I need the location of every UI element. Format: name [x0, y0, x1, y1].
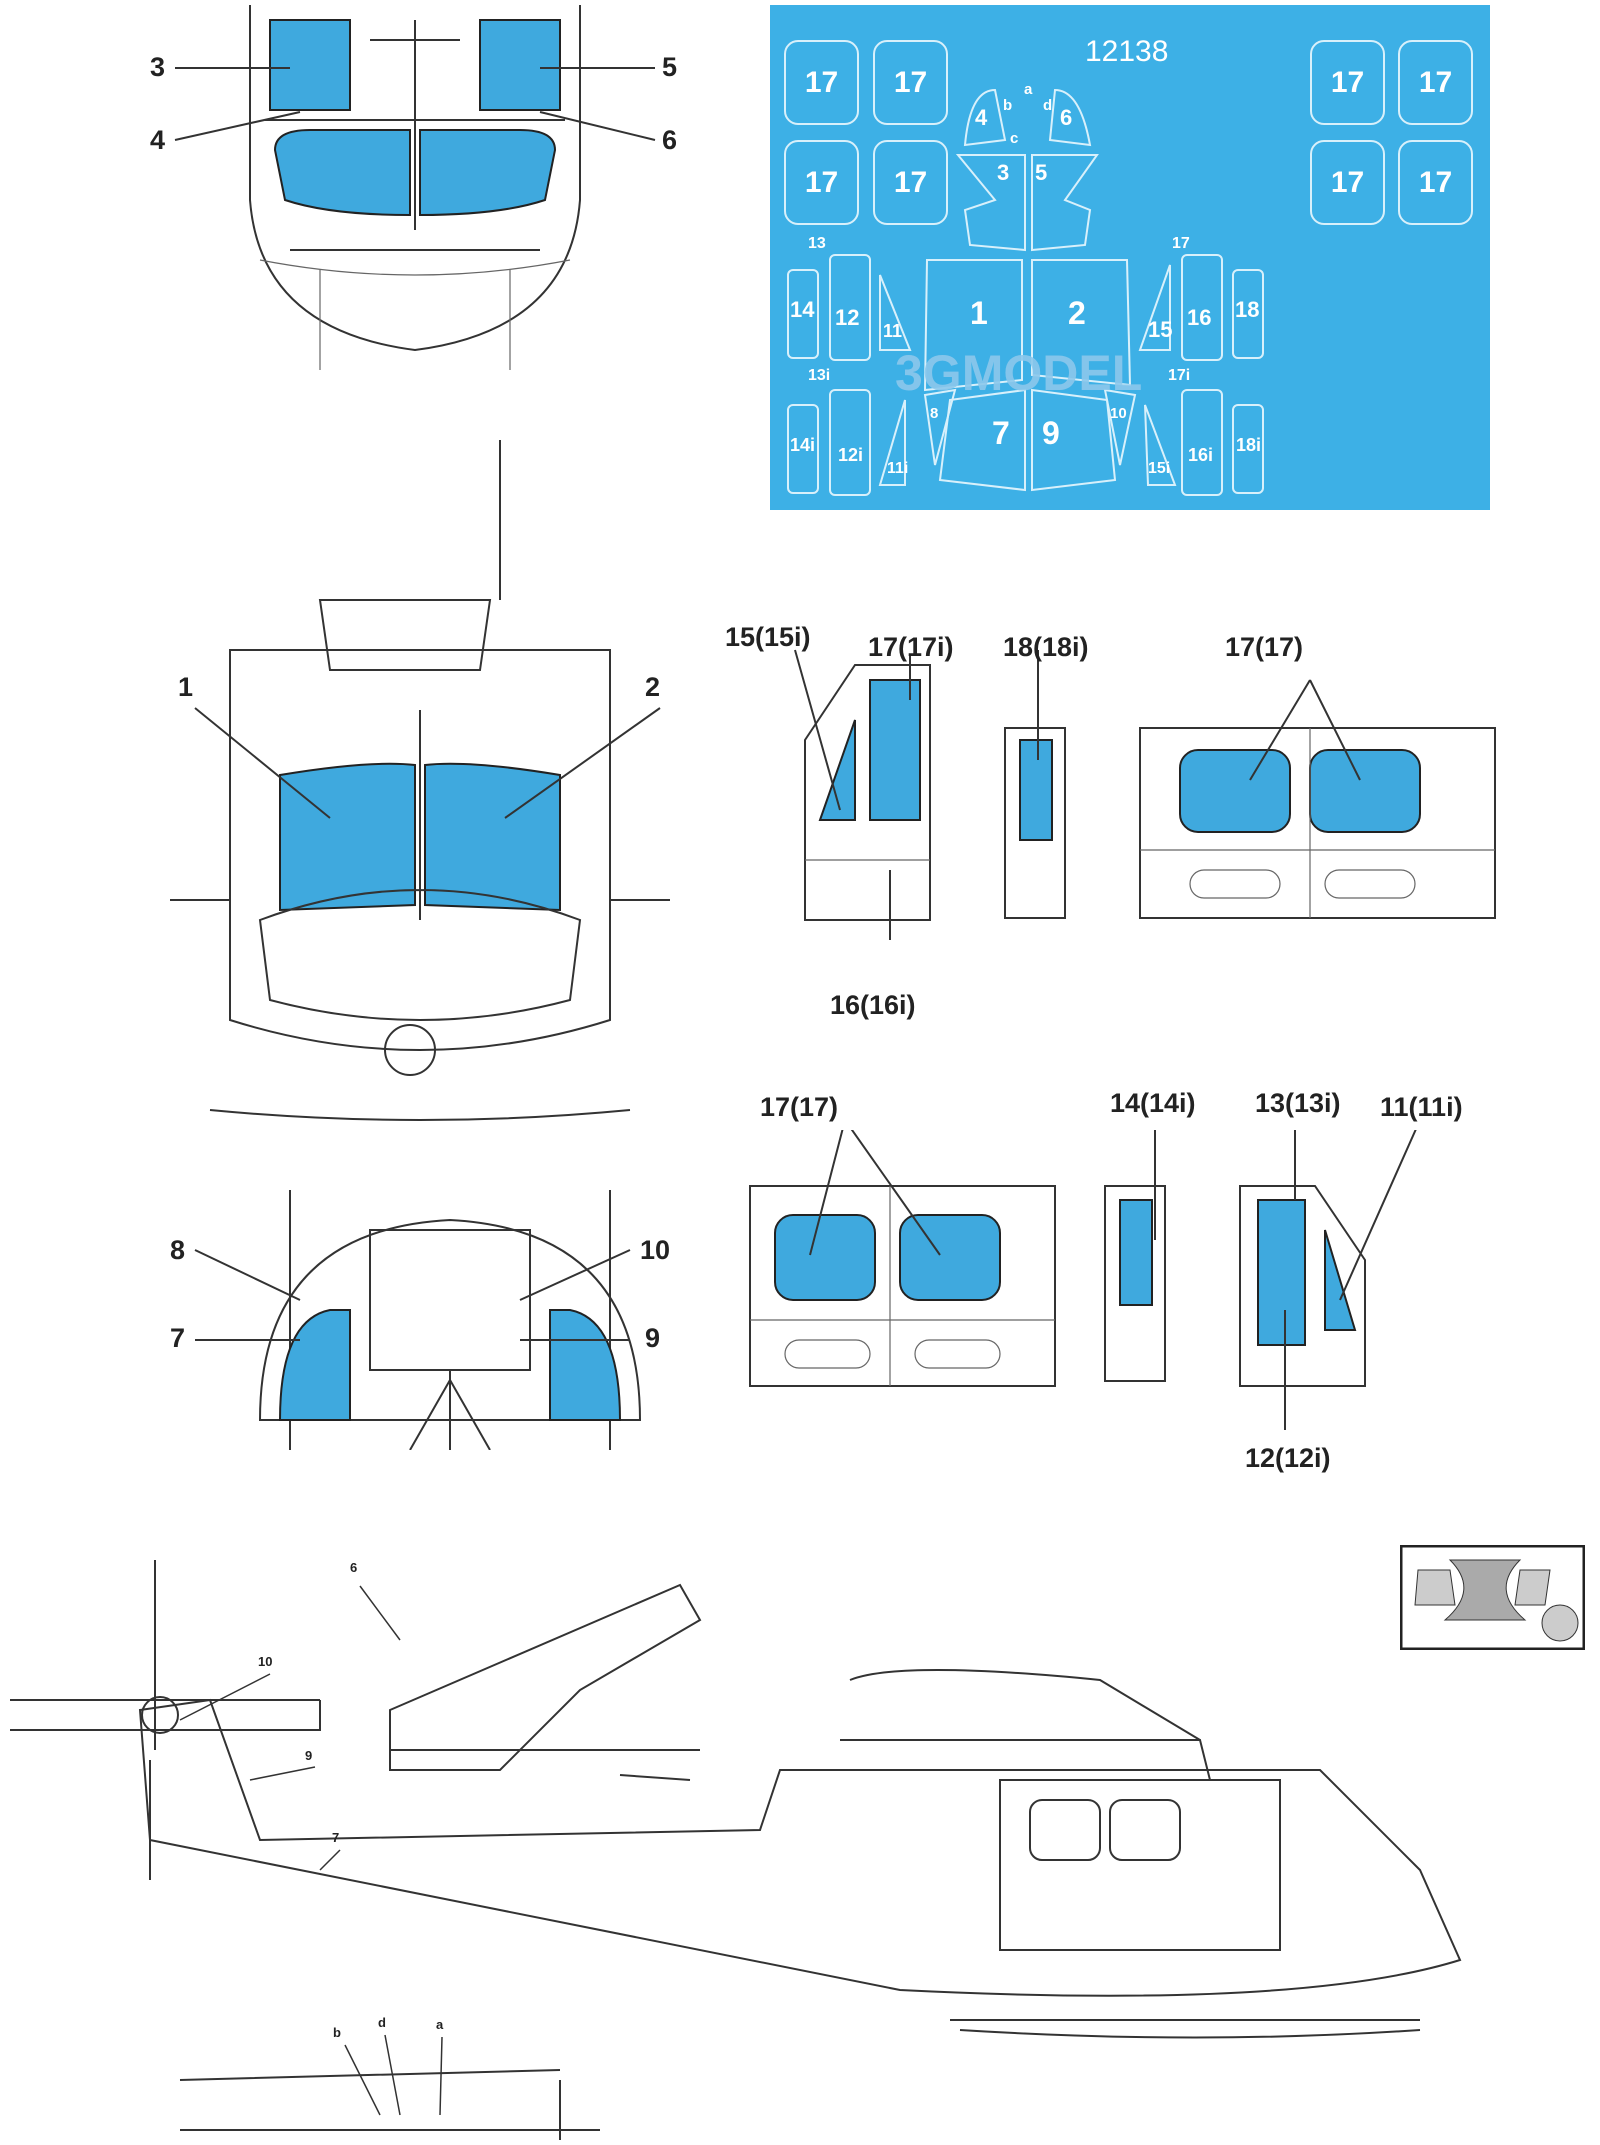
mask-c: c [1010, 130, 1019, 147]
label-8: 8 [170, 1235, 186, 1265]
mask-12: 12 [835, 305, 860, 330]
mask-8: 8 [930, 405, 939, 422]
mask-17: 17 [784, 40, 859, 125]
mask-11: 11 [883, 321, 903, 341]
side-label-b: b [333, 2025, 341, 2040]
mask-17: 17 [1310, 140, 1385, 225]
side-label-10: 10 [258, 1654, 273, 1669]
rear-view-drawing [258, 1190, 642, 1450]
label-1: 1 [178, 672, 194, 702]
mask-9: 9 [1042, 415, 1060, 451]
mask-17: 17 [1310, 40, 1385, 125]
side-label-7: 7 [332, 1830, 340, 1845]
leader-lines-side [179, 1585, 443, 2116]
front-view-drawing [170, 440, 670, 1121]
label-3: 3 [150, 52, 166, 82]
mask-10: 10 [1110, 405, 1127, 422]
label-16-16i: 16(16i) [830, 990, 916, 1020]
label-6: 6 [662, 125, 678, 155]
sheet-code: 12138 [1085, 35, 1169, 68]
mask-a: a [1024, 81, 1033, 98]
mask-3: 3 [997, 160, 1010, 185]
mask-16: 16 [1187, 305, 1212, 330]
mask-7: 7 [992, 415, 1010, 451]
side-label-6: 6 [350, 1560, 358, 1575]
mask-13i: 13i [808, 367, 831, 384]
mask-13: 13 [808, 235, 826, 252]
mask-14: 14 [790, 297, 815, 322]
label-4: 4 [150, 125, 166, 155]
mask-17i: 17i [1168, 367, 1191, 384]
leader-lines-top [174, 67, 656, 141]
mask-17: 17 [784, 140, 859, 225]
label-2: 2 [645, 672, 661, 702]
mask-1: 1 [970, 295, 988, 331]
watermark: 3GMODEL [895, 345, 1143, 401]
mask-11i: 11i [887, 460, 909, 477]
mask-18: 18 [1235, 297, 1260, 322]
mask-17: 17 [873, 40, 948, 125]
leader-lines-front [194, 707, 661, 819]
photo-etch-thumbnail [1400, 1545, 1585, 1650]
mask-b: b [1003, 97, 1013, 114]
mask-2: 2 [1068, 295, 1086, 331]
mask-17: 17 [873, 140, 948, 225]
side-label-9: 9 [305, 1748, 313, 1763]
mask-12i: 12i [838, 445, 864, 465]
mask-16i: 16i [1188, 445, 1214, 465]
label-5: 5 [662, 52, 678, 82]
label-17-17i: 17(17i) [868, 632, 954, 662]
mask-4: 4 [975, 105, 988, 130]
label-12-12i: 12(12i) [1245, 1443, 1331, 1473]
label-9: 9 [645, 1323, 661, 1353]
label-17-17-lower: 17(17) [760, 1092, 839, 1122]
label-13-13i: 13(13i) [1255, 1088, 1341, 1118]
mask-18i: 18i [1236, 435, 1262, 455]
label-7: 7 [170, 1323, 186, 1353]
side-view-drawing [10, 1560, 1462, 2140]
label-10: 10 [640, 1235, 671, 1265]
mask-sheet: 12138 17 17 17 17 17 17 17 17 4 6 a b c … [770, 5, 1490, 510]
mask-15: 15 [1148, 317, 1173, 342]
mask-outlines [787, 88, 1264, 496]
mask-6: 6 [1060, 105, 1073, 130]
mask-14i: 14i [790, 435, 816, 455]
mask-15i: 15i [1148, 460, 1171, 477]
mask-17: 17 [1398, 140, 1473, 225]
leader-lines-rear [194, 1249, 631, 1341]
side-label-a: a [436, 2017, 444, 2032]
mask-d: d [1043, 97, 1053, 114]
label-11-11i: 11(11i) [1380, 1092, 1463, 1122]
doors-right-drawing [794, 649, 1496, 940]
doors-left-drawing [749, 1130, 1417, 1430]
mask-5: 5 [1035, 160, 1048, 185]
label-18-18i: 18(18i) [1003, 632, 1089, 662]
mask-17: 17 [1398, 40, 1473, 125]
label-17-17-upper: 17(17) [1225, 632, 1304, 662]
label-14-14i: 14(14i) [1110, 1088, 1196, 1118]
top-view-drawing [249, 5, 581, 370]
mask-17-small: 17 [1172, 235, 1190, 252]
side-label-d: d [378, 2015, 386, 2030]
label-15-15i: 15(15i) [725, 622, 811, 652]
